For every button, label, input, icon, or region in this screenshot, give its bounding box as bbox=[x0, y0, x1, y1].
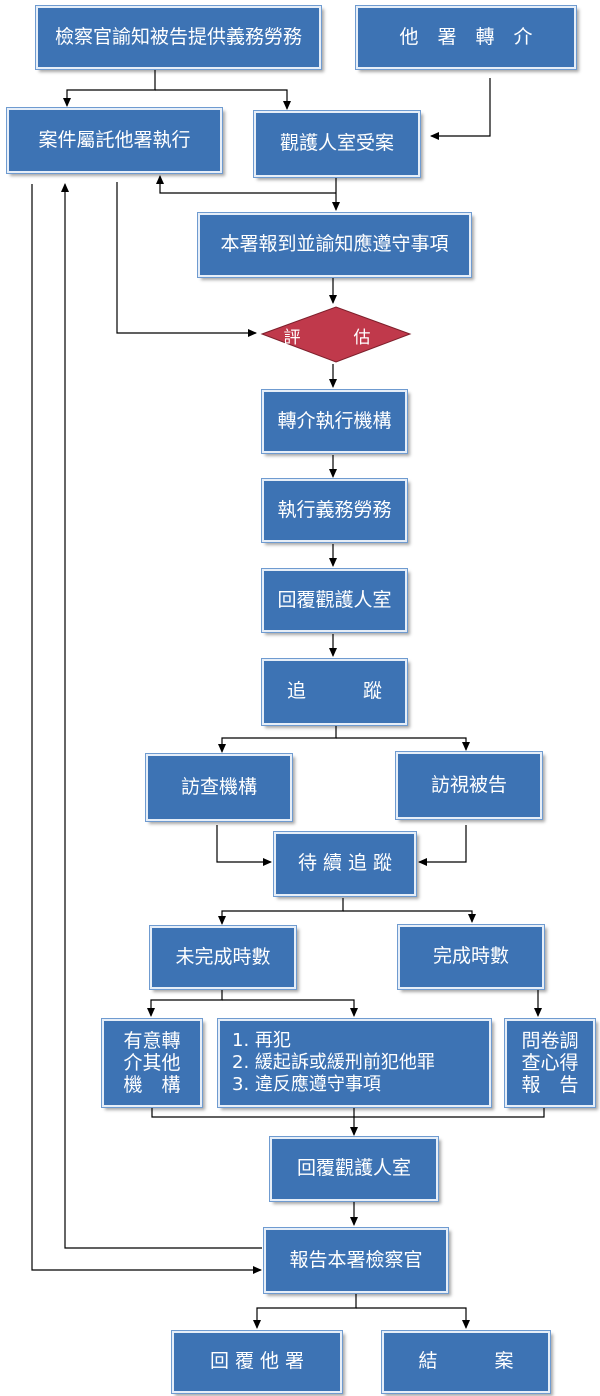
refer-agency-label: 轉介執行機構 bbox=[277, 409, 392, 432]
incomplete-box: 未完成時數 bbox=[149, 925, 297, 990]
violation-item: 2. 緩起訴或緩刑前犯他罪 bbox=[232, 1052, 435, 1073]
connector bbox=[31, 184, 262, 1274]
visit-agency-label: 訪查機構 bbox=[180, 775, 257, 798]
complete-label: 完成時數 bbox=[432, 945, 509, 968]
connector bbox=[253, 1294, 357, 1329]
violation-item: 3. 違反應遵守事項 bbox=[232, 1074, 381, 1095]
report-prosecutor-label: 報告本署檢察官 bbox=[289, 1248, 423, 1271]
visit-defendant-box: 訪視被告 bbox=[395, 751, 543, 820]
other-agency-line: 介其他 bbox=[123, 1052, 181, 1074]
follow-up-label: 待 續 追 蹤 bbox=[297, 852, 393, 875]
connector bbox=[63, 70, 156, 107]
entrust-other-label: 案件屬託他署執行 bbox=[38, 128, 191, 151]
connector bbox=[356, 1307, 470, 1329]
reply-other-box: 回 覆 他 署 bbox=[171, 1330, 343, 1394]
follow-up-box: 待 續 追 蹤 bbox=[273, 831, 417, 897]
entrust-other-box: 案件屬託他署執行 bbox=[6, 107, 223, 174]
connector bbox=[216, 825, 272, 866]
connector bbox=[430, 78, 491, 140]
connector bbox=[155, 89, 291, 110]
report-prosecutor-box: 報告本署檢察官 bbox=[263, 1227, 449, 1294]
connector bbox=[116, 182, 257, 337]
connector bbox=[218, 898, 344, 925]
connector bbox=[222, 999, 358, 1017]
other-agency-box: 有意轉 介其他 機 構 bbox=[101, 1018, 203, 1108]
close-case-box: 結 案 bbox=[381, 1330, 551, 1394]
connector bbox=[147, 990, 223, 1017]
transfer-in-label: 他 署 轉 介 bbox=[399, 25, 533, 48]
prosecutor-notice-label: 檢察官諭知被告提供義務勞務 bbox=[54, 25, 302, 48]
connector bbox=[61, 183, 262, 1249]
connector bbox=[218, 726, 337, 753]
reply-office-box-2: 回覆觀護人室 bbox=[269, 1136, 439, 1202]
violation-item: 1. 再犯 bbox=[232, 1030, 291, 1051]
connector bbox=[343, 910, 476, 923]
report-notice-label: 本署報到並諭知應遵守事項 bbox=[220, 233, 449, 256]
survey-report-line: 問卷調 bbox=[521, 1030, 579, 1052]
violations-box: 1. 再犯 2. 緩起訴或緩刑前犯他罪 3. 違反應遵守事項 bbox=[217, 1018, 492, 1108]
reply-office-box-1: 回覆觀護人室 bbox=[261, 568, 408, 633]
receive-case-box: 觀護人室受案 bbox=[253, 110, 421, 178]
complete-box: 完成時數 bbox=[397, 924, 545, 990]
survey-report-box: 問卷調 查心得 報 告 bbox=[504, 1018, 596, 1108]
survey-report-line: 查心得 bbox=[521, 1052, 579, 1074]
connector bbox=[151, 1108, 545, 1118]
track-box: 追 蹤 bbox=[261, 658, 408, 726]
connector bbox=[336, 737, 470, 751]
reply-office-label-2: 回覆觀護人室 bbox=[296, 1157, 411, 1180]
track-label: 追 蹤 bbox=[286, 680, 382, 703]
connector bbox=[418, 825, 467, 866]
receive-case-label: 觀護人室受案 bbox=[279, 132, 394, 155]
reply-office-label-1: 回覆觀護人室 bbox=[277, 588, 392, 611]
report-notice-box: 本署報到並諭知應遵守事項 bbox=[197, 212, 472, 278]
connector bbox=[156, 175, 336, 194]
assess-diamond bbox=[260, 306, 412, 363]
visit-defendant-label: 訪視被告 bbox=[430, 773, 507, 796]
incomplete-label: 未完成時數 bbox=[175, 945, 271, 968]
perform-service-box: 執行義務勞務 bbox=[261, 478, 408, 543]
other-agency-line: 有意轉 bbox=[123, 1030, 181, 1052]
reply-other-label: 回 覆 他 署 bbox=[209, 1350, 305, 1373]
visit-agency-box: 訪查機構 bbox=[145, 753, 293, 822]
assess-label: 評 估 bbox=[283, 327, 389, 348]
refer-agency-box: 轉介執行機構 bbox=[261, 389, 408, 454]
perform-service-label: 執行義務勞務 bbox=[277, 498, 392, 521]
transfer-in-box: 他 署 轉 介 bbox=[355, 5, 577, 70]
close-case-label: 結 案 bbox=[418, 1350, 514, 1373]
survey-report-line: 報 告 bbox=[521, 1074, 579, 1096]
other-agency-line: 機 構 bbox=[123, 1074, 181, 1096]
prosecutor-notice-box: 檢察官諭知被告提供義務勞務 bbox=[35, 5, 322, 70]
